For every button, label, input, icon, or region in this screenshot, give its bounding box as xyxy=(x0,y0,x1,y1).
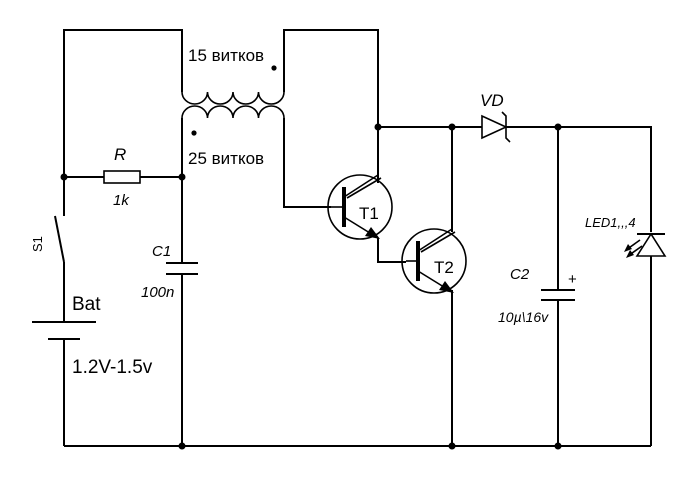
transistor-t1 xyxy=(327,174,393,240)
switch-label: S1 xyxy=(30,236,45,252)
resistor-value: 1k xyxy=(113,192,130,209)
c1-label: C1 xyxy=(152,243,171,260)
polarity-dot xyxy=(271,65,277,71)
battery-label: Bat xyxy=(72,294,101,315)
battery-value: 1.2V-1.5v xyxy=(72,357,153,378)
winding-bottom-coil xyxy=(181,105,285,136)
c2-value: 10µ\16v xyxy=(498,309,549,325)
t2-label: T2 xyxy=(434,258,454,277)
light-arrows-icon xyxy=(624,239,643,258)
switch xyxy=(54,215,65,263)
led-label: LED1,,,4 xyxy=(585,215,636,230)
polarity-dot xyxy=(191,130,197,136)
led xyxy=(624,232,667,258)
diode-vd xyxy=(481,111,512,143)
junction-dots xyxy=(60,123,562,450)
transformer xyxy=(181,65,285,136)
battery xyxy=(32,321,96,340)
capacitor-c2 xyxy=(541,289,575,301)
wires xyxy=(63,29,652,447)
t1-label: T1 xyxy=(359,204,379,223)
c1-value: 100n xyxy=(141,284,174,301)
labels: 15 витков 25 витков R 1k S1 Bat 1.2V-1.5… xyxy=(30,46,636,378)
c2-label: C2 xyxy=(510,266,530,283)
resistor-label: R xyxy=(114,145,126,164)
transistor-t2 xyxy=(401,228,467,294)
capacitor-c1 xyxy=(166,262,198,275)
winding-top-label: 15 витков xyxy=(188,46,264,65)
winding-bottom-label: 25 витков xyxy=(188,149,264,168)
resistor xyxy=(103,170,141,184)
winding-top-coil xyxy=(181,65,285,105)
c2-polarity: + xyxy=(568,271,577,288)
diode-label: VD xyxy=(480,91,504,110)
